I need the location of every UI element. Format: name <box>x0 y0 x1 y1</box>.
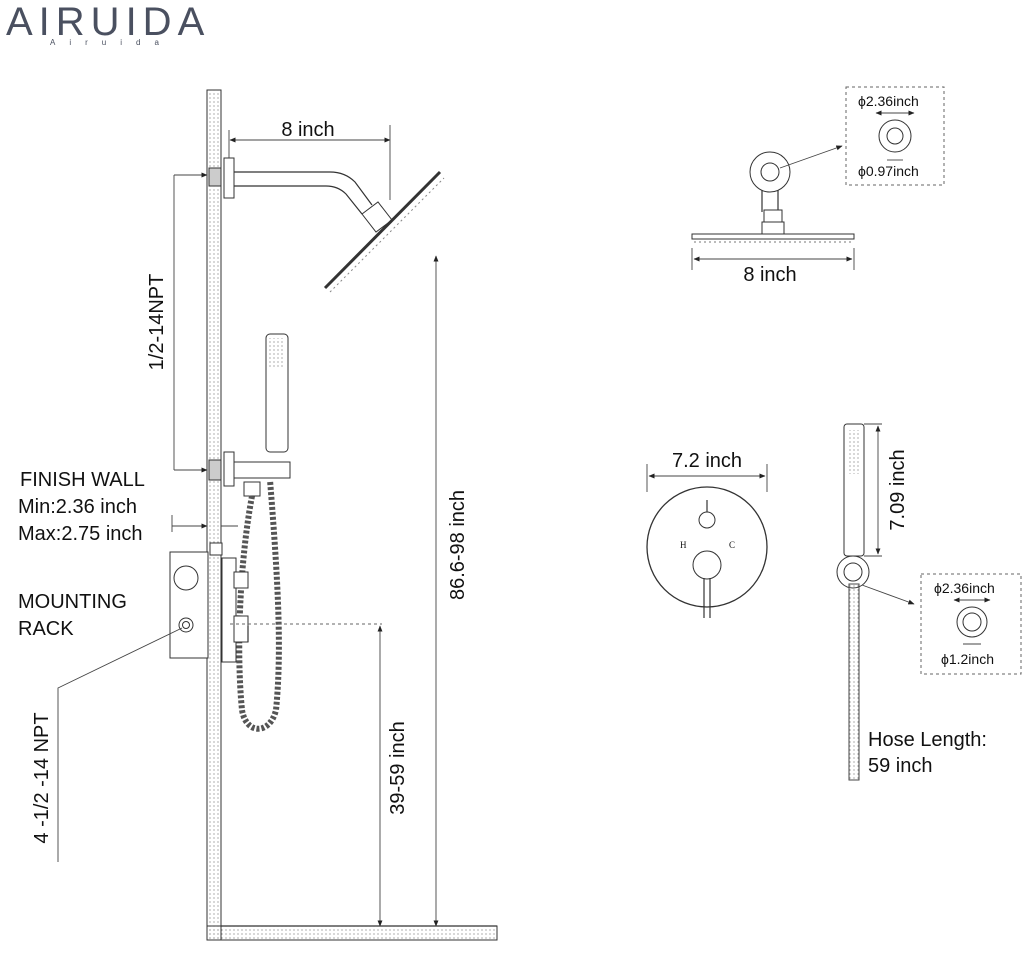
rack-thread-label: 4 -1/2 -14 NPT <box>31 712 53 843</box>
hose-length-label-1: Hose Length: <box>868 729 987 751</box>
total-height-label: 86.6-98 inch <box>447 490 469 600</box>
mounting-rack: MOUNTING RACK 4 -1/2 -14 NPT <box>18 542 249 862</box>
shower-arm-side <box>208 157 445 293</box>
arm-length-label: 8 inch <box>281 119 334 141</box>
mounting-rack-label-2: RACK <box>18 618 74 640</box>
handheld-side <box>208 333 291 732</box>
holder-detail: ϕ2.36inch ϕ1.2inch <box>920 573 1022 675</box>
finish-wall-dimension: FINISH WALL Min:2.36 inch Max:2.75 inch <box>18 469 238 545</box>
valve-plate-label: 7.2 inch <box>672 450 742 472</box>
hose-length-label-2: 59 inch <box>868 755 933 777</box>
mounting-rack-label-1: MOUNTING <box>18 591 127 613</box>
wall <box>206 89 498 941</box>
holder-outer-label: ϕ2.36inch <box>934 580 995 596</box>
finish-wall-max: Max:2.75 inch <box>18 523 143 545</box>
valve-height-dimension: 39-59 inch <box>230 623 409 927</box>
showerhead-width-label: 8 inch <box>743 264 796 286</box>
handheld-front: 7.09 inch Hose Length: 59 inch <box>836 423 987 781</box>
total-height-dimension: 86.6-98 inch <box>433 255 469 927</box>
valve-hot-label: H <box>680 540 687 550</box>
valve-trim-plate: 7.2 inch H C <box>646 450 768 618</box>
finish-wall-min: Min:2.36 inch <box>18 496 137 518</box>
brand-logo: AIRUIDA Airuida <box>6 0 246 52</box>
holder-inner-label: ϕ1.2inch <box>941 651 994 667</box>
inlet-thread-label: 1/2-14NPT <box>146 274 168 371</box>
flange-inner-label: ϕ0.97inch <box>858 163 919 179</box>
flange-outer-label: ϕ2.36inch <box>858 93 919 109</box>
flange-detail: ϕ2.36inch ϕ0.97inch <box>845 86 945 186</box>
valve-height-label: 39-59 inch <box>387 721 409 814</box>
arm-length-dimension: 8 inch <box>228 119 391 200</box>
inlet-thread-dimension: 1/2-14NPT <box>146 172 208 473</box>
finish-wall-title: FINISH WALL <box>20 469 145 491</box>
brand-subtitle: Airuida <box>50 38 173 47</box>
brand-name: AIRUIDA <box>6 0 211 44</box>
showerhead-front: 8 inch <box>691 145 855 286</box>
valve-cold-label: C <box>729 540 735 550</box>
handheld-length-label: 7.09 inch <box>887 449 909 530</box>
